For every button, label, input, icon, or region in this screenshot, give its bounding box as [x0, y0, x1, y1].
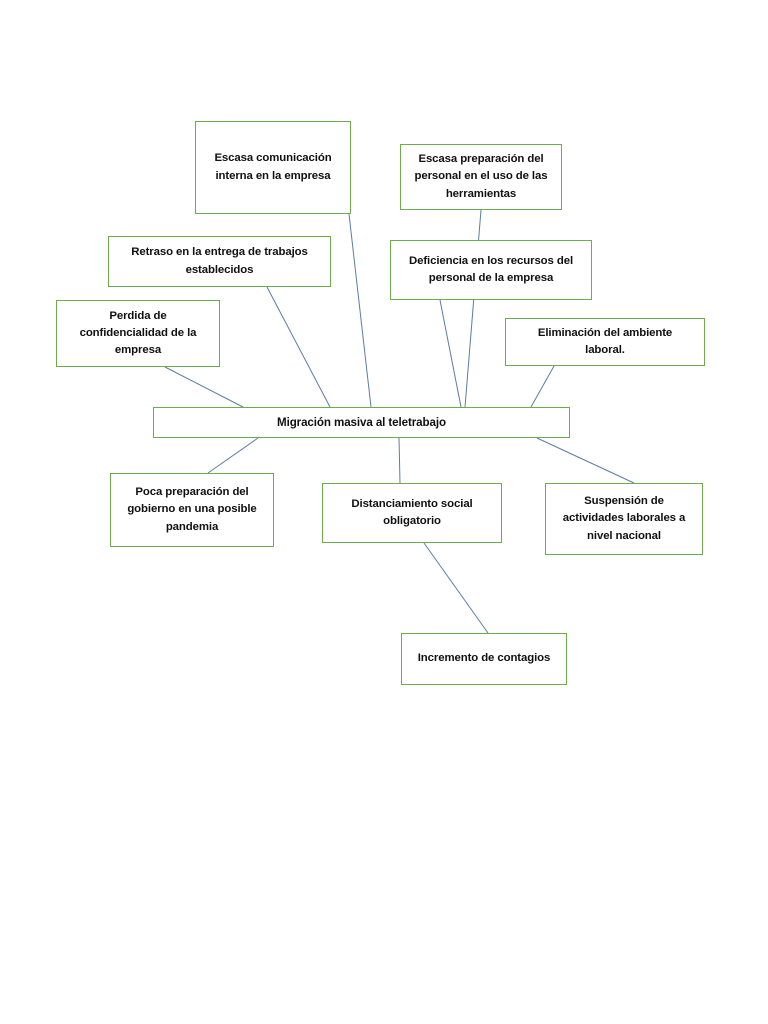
node-label-perdida-confidencialidad: Perdida de confidencialidad de la empres…: [79, 309, 197, 357]
node-retraso-entrega[interactable]: Retraso en la entrega de trabajos establ…: [108, 236, 331, 287]
node-label-suspension-actividades: Suspensión de actividades laborales a ni…: [562, 495, 686, 542]
node-distanciamiento-social[interactable]: Distanciamiento social obligatorio: [322, 483, 502, 543]
edge-deficiencia-recursos: [439, 299, 462, 408]
node-suspension-actividades[interactable]: Suspensión de actividades laborales a ni…: [545, 483, 703, 555]
node-label-central: Migración masiva al teletrabajo: [277, 415, 446, 429]
edge-distanciamiento-social: [398, 437, 401, 484]
node-escasa-preparacion[interactable]: Escasa preparación del personal en el us…: [400, 144, 562, 210]
node-eliminacion-ambiente[interactable]: Eliminación del ambiente laboral.: [505, 318, 705, 366]
node-label-retraso-entrega: Retraso en la entrega de trabajos establ…: [131, 246, 308, 276]
node-central[interactable]: Migración masiva al teletrabajo: [153, 407, 570, 438]
node-incremento-contagios[interactable]: Incremento de contagios: [401, 633, 567, 685]
node-poca-preparacion-gobierno[interactable]: Poca preparación del gobierno en una pos…: [110, 473, 274, 547]
node-label-incremento-contagios: Incremento de contagios: [417, 652, 551, 665]
edge-incremento-contagios: [423, 542, 489, 634]
edge-suspension-actividades: [536, 437, 635, 484]
node-label-eliminacion-ambiente: Eliminación del ambiente laboral.: [537, 326, 673, 356]
edge-eliminacion-ambiente: [530, 365, 555, 408]
node-label-distanciamiento-social: Distanciamiento social obligatorio: [351, 497, 473, 527]
node-escasa-comunicacion[interactable]: Escasa comunicación interna en la empres…: [195, 121, 351, 214]
node-label-poca-preparacion-gobierno: Poca preparación del gobierno en una pos…: [127, 486, 257, 533]
edge-perdida-confidencialidad: [164, 366, 244, 408]
node-perdida-confidencialidad[interactable]: Perdida de confidencialidad de la empres…: [56, 300, 220, 367]
edge-escasa-comunicacion: [348, 213, 372, 408]
node-label-deficiencia-recursos: Deficiencia en los recursos del personal…: [408, 254, 574, 284]
node-label-escasa-comunicacion: Escasa comunicación interna en la empres…: [214, 152, 332, 182]
edge-poca-preparacion-gobierno: [207, 437, 259, 474]
node-deficiencia-recursos[interactable]: Deficiencia en los recursos del personal…: [390, 240, 592, 300]
node-label-escasa-preparacion: Escasa preparación del personal en el us…: [414, 153, 548, 200]
edge-retraso-entrega: [266, 286, 331, 408]
